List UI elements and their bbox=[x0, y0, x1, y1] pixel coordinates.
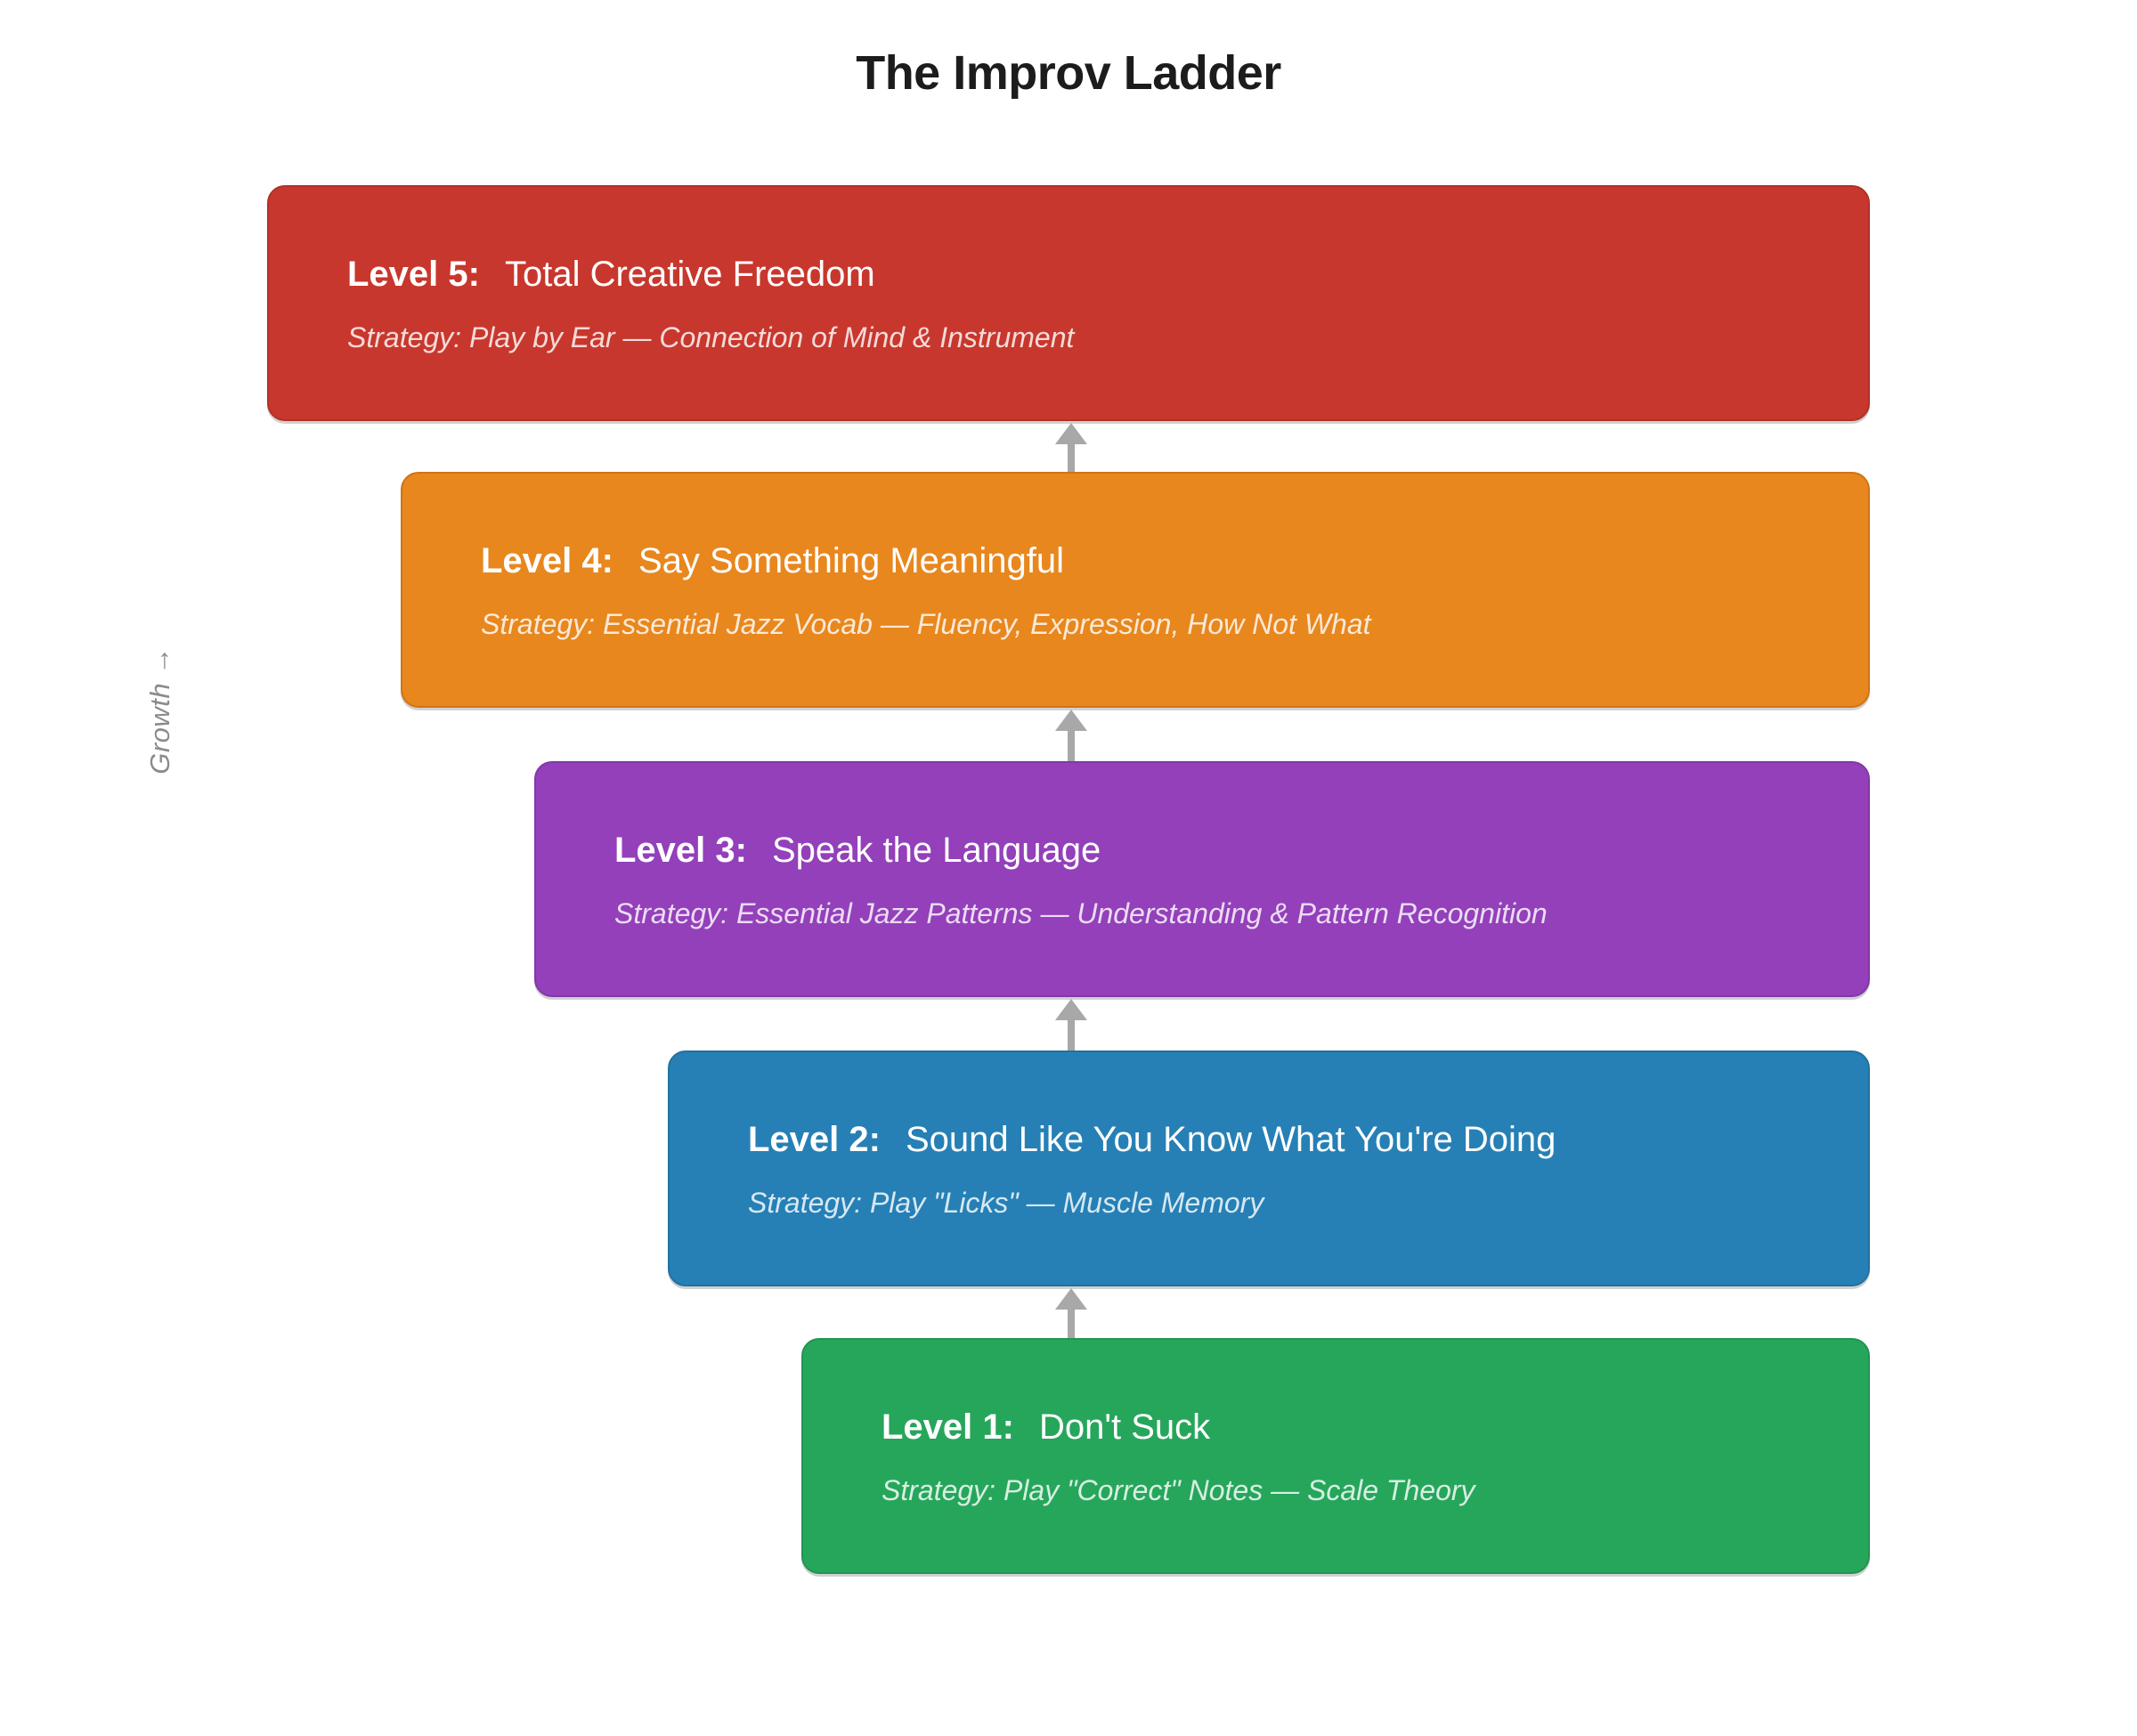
connector-arrow-level-3-to-4 bbox=[1051, 708, 1092, 761]
rung-name-label: Don't Suck bbox=[1038, 1407, 1211, 1447]
connector-arrow-level-2-to-3 bbox=[1051, 997, 1092, 1051]
ladder-rung-level-5[interactable]: Level 5: Total Creative Freedom Strategy:… bbox=[267, 185, 1870, 421]
rung-name-label: Total Creative Freedom bbox=[504, 254, 875, 294]
rung-strategy-label: Strategy: Play by Ear — Connection of Mi… bbox=[347, 320, 1075, 353]
ladder-rung-level-2[interactable]: Level 2: Sound Like You Know What You're … bbox=[668, 1051, 1870, 1286]
rung-title-row: Level 5: Total Creative Freedom bbox=[347, 252, 1868, 296]
rung-level-label: Level 4: bbox=[481, 540, 613, 580]
rung-strategy-label: Strategy: Play "Licks" — Muscle Memory bbox=[748, 1186, 1264, 1219]
rung-name-label: Say Something Meaningful bbox=[638, 540, 1065, 580]
rung-strategy-label: Strategy: Essential Jazz Patterns — Unde… bbox=[614, 896, 1548, 929]
rung-level-label: Level 2: bbox=[748, 1119, 881, 1159]
growth-axis-label: Growth → bbox=[144, 646, 175, 775]
page-title: The Improv Ladder bbox=[856, 46, 1281, 100]
arrow-up-icon bbox=[1055, 710, 1087, 761]
ladder-rung-level-3[interactable]: Level 3: Speak the Language Strategy: Ess… bbox=[534, 761, 1870, 997]
connector-arrow-level-1-to-2 bbox=[1051, 1286, 1092, 1338]
rung-name-label: Sound Like You Know What You're Doing bbox=[905, 1119, 1556, 1159]
rung-strategy-label: Strategy: Play "Correct" Notes — Scale T… bbox=[882, 1473, 1475, 1506]
rung-name-label: Speak the Language bbox=[771, 830, 1101, 870]
rung-level-label: Level 1: bbox=[882, 1407, 1014, 1447]
rung-title-row: Level 1: Don't Suck bbox=[882, 1405, 1868, 1449]
rung-title-row: Level 4: Say Something Meaningful bbox=[481, 539, 1868, 583]
arrow-up-icon bbox=[1055, 423, 1087, 472]
rung-title-row: Level 3: Speak the Language bbox=[614, 828, 1868, 872]
rung-title-row: Level 2: Sound Like You Know What You're … bbox=[748, 1117, 1868, 1162]
arrow-up-icon bbox=[1055, 1288, 1087, 1338]
rung-level-label: Level 3: bbox=[614, 830, 747, 870]
ladder-rung-level-1[interactable]: Level 1: Don't Suck Strategy: Play "Corre… bbox=[801, 1338, 1870, 1574]
rung-level-label: Level 5: bbox=[347, 254, 480, 294]
connector-arrow-level-4-to-5 bbox=[1051, 421, 1092, 472]
arrow-up-icon bbox=[1055, 999, 1087, 1051]
ladder-rung-level-4[interactable]: Level 4: Say Something Meaningful Strateg… bbox=[401, 472, 1870, 708]
rung-strategy-label: Strategy: Essential Jazz Vocab — Fluency… bbox=[481, 607, 1371, 640]
